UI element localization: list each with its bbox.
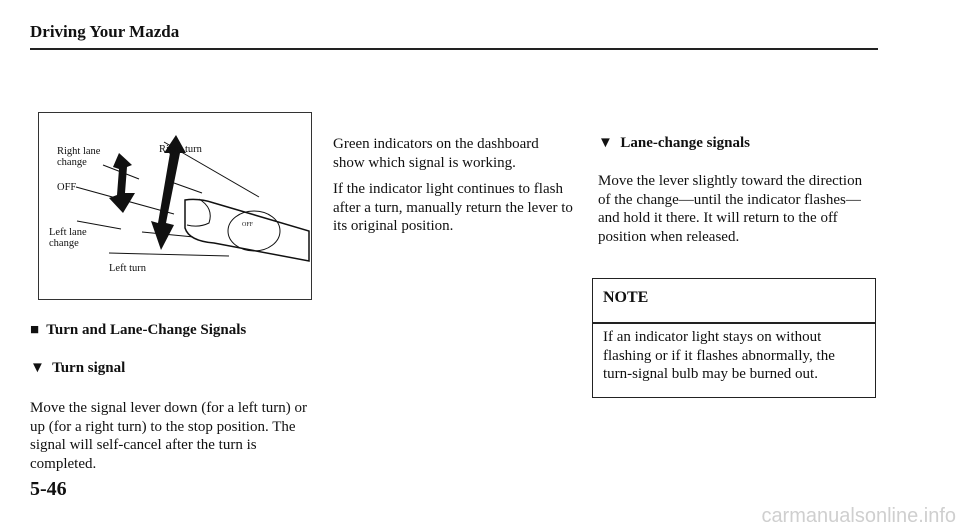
- turn-signal-lever-figure: Right lane change Right turn OFF Left la…: [38, 112, 312, 300]
- turn-signal-heading: ▼ Turn signal: [30, 360, 126, 376]
- turn-signal-paragraph: Move the signal lever down (for a left t…: [30, 400, 307, 472]
- running-header: Driving Your Mazda: [30, 22, 180, 41]
- note-box: NOTE If an indicator light stays on with…: [592, 278, 876, 398]
- green-indicators-paragraph: Green indicators on the dashboard show w…: [333, 136, 539, 171]
- note-divider: [593, 322, 875, 324]
- label-off: OFF: [57, 182, 77, 193]
- label-left-turn: Left turn: [109, 263, 147, 274]
- turn-signal-heading-text: Turn signal: [52, 360, 126, 376]
- note-body: If an indicator light stays on without f…: [603, 329, 835, 382]
- note-title: NOTE: [603, 289, 649, 306]
- label-right-turn: Right turn: [159, 144, 202, 155]
- header-rule: [30, 48, 878, 50]
- turn-arrow-icon: [151, 135, 186, 250]
- page-number: 5-46: [30, 478, 67, 500]
- label-switch-off: OFF: [242, 222, 254, 228]
- lane-change-arrow-icon: [109, 153, 135, 213]
- label-left-lane-change: Left lane change: [49, 227, 87, 249]
- lane-change-paragraph: Move the lever slightly toward the direc…: [598, 173, 863, 245]
- indicator-flash-paragraph: If the indicator light continues to flas…: [333, 181, 573, 234]
- lane-change-heading-text: Lane-change signals: [620, 135, 750, 151]
- label-right-lane-change: Right lane change: [57, 146, 101, 168]
- watermark: carmanualsonline.info: [761, 505, 956, 527]
- section-heading: ■ Turn and Lane-Change Signals: [30, 322, 247, 338]
- lane-change-heading: ▼ Lane-change signals: [598, 135, 750, 151]
- section-heading-text: Turn and Lane-Change Signals: [46, 322, 247, 338]
- lever-illustration: [75, 135, 310, 262]
